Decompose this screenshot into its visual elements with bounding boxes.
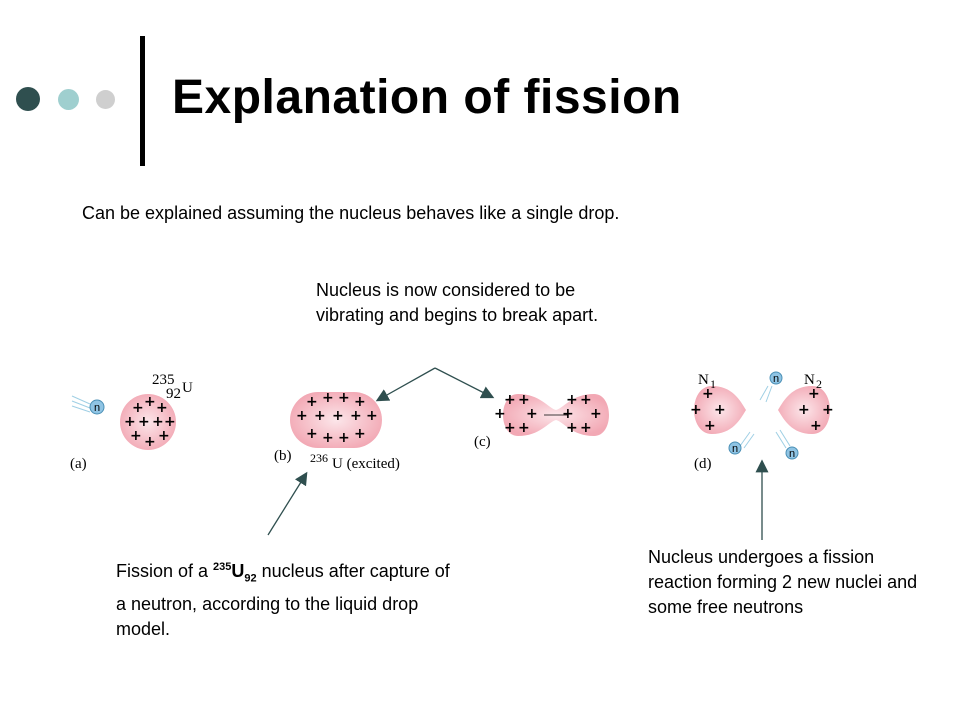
uranium-atomic-number: 92 — [166, 386, 181, 402]
charges-b: + + + + + + + + + + + + + — [296, 390, 378, 446]
svg-text:+: + — [714, 402, 726, 418]
neutron-a-label: n — [94, 402, 100, 414]
panel-d: + + + + + + + + N 1 N 2 n n n (d) — [690, 371, 834, 472]
svg-text:+: + — [306, 426, 318, 442]
nucleus-a — [120, 394, 176, 450]
svg-text:+: + — [152, 414, 164, 430]
svg-text:+: + — [354, 426, 366, 442]
isotope-atomic-number: 92 — [244, 572, 257, 585]
svg-text:+: + — [518, 392, 530, 408]
product-n1-subscript: 1 — [710, 377, 716, 391]
product-n2-subscript: 2 — [816, 377, 822, 391]
callout-left-prefix: Fission of a — [116, 561, 214, 581]
svg-text:+: + — [562, 406, 574, 422]
arrow-to-c — [434, 367, 495, 399]
callout-fission-description: Fission of a 235U92 nucleus after captur… — [116, 555, 461, 642]
svg-text:+: + — [704, 418, 716, 434]
callout-left-suffix: nucleus after capture of a neutron, acco… — [116, 561, 450, 639]
svg-text:+: + — [350, 408, 362, 424]
arrow-from-left-callout — [267, 471, 308, 536]
neutron-d-3 — [785, 446, 799, 460]
svg-text:+: + — [132, 400, 144, 416]
svg-text:+: + — [156, 400, 168, 416]
svg-text:+: + — [354, 394, 366, 410]
svg-text:+: + — [580, 420, 592, 436]
neutron-d-2 — [728, 441, 742, 455]
isotope-mass-number: 235 — [213, 561, 232, 573]
slide-subtitle: Can be explained assuming the nucleus be… — [82, 203, 620, 223]
excited-mass-number: 236 — [310, 451, 328, 465]
neutron-d-1 — [769, 371, 783, 385]
uranium-symbol: U — [182, 380, 193, 396]
svg-text:+: + — [144, 434, 156, 450]
svg-text:+: + — [690, 402, 702, 418]
svg-text:+: + — [808, 386, 820, 402]
arrow-to-b — [375, 367, 436, 402]
slide-title: Explanation of fission — [172, 71, 682, 124]
svg-text:+: + — [144, 394, 156, 410]
panel-c: + + + + + + + + + + + + (c) — [474, 392, 609, 450]
panel-label-c: (c) — [474, 434, 491, 450]
neutron-a — [89, 399, 105, 415]
svg-text:+: + — [580, 392, 592, 408]
excited-label: U (excited) — [332, 456, 400, 472]
svg-text:+: + — [296, 408, 308, 424]
decor-dot-dark — [16, 87, 40, 111]
svg-text:+: + — [590, 406, 602, 422]
svg-text:+: + — [366, 408, 378, 424]
svg-text:n: n — [789, 448, 795, 460]
svg-text:+: + — [306, 394, 318, 410]
product-n2-label: N — [804, 372, 815, 388]
svg-text:+: + — [314, 408, 326, 424]
callout-vibrating: Nucleus is now considered to be vibratin… — [316, 280, 599, 325]
title-divider — [140, 36, 145, 166]
nucleus-n1 — [694, 386, 746, 434]
panel-label-d: (d) — [694, 456, 712, 472]
uranium-mass-number: 235 — [152, 372, 175, 388]
svg-text:+: + — [158, 428, 170, 444]
isotope-symbol: U — [231, 561, 245, 581]
decor-dot-gray — [96, 90, 115, 109]
callout-fission-reaction: Nucleus undergoes a fission reaction for… — [648, 547, 918, 617]
charges-d: + + + + + + + + — [690, 386, 834, 434]
svg-text:+: + — [798, 402, 810, 418]
svg-text:+: + — [566, 420, 578, 436]
svg-text:+: + — [338, 390, 350, 406]
svg-text:+: + — [124, 414, 136, 430]
svg-text:+: + — [566, 392, 578, 408]
charges-c: + + + + + + + + + + + + — [494, 392, 602, 436]
isotope-notation: 235U92 — [213, 561, 257, 585]
panel-label-a: (a) — [70, 456, 87, 472]
panel-a: n + + + + + + + + + + 235 92 U (a) — [70, 372, 193, 472]
svg-text:+: + — [526, 406, 538, 422]
svg-text:+: + — [702, 386, 714, 402]
neutron-trails-d — [739, 385, 791, 449]
neutron-trail-a — [71, 395, 91, 413]
svg-text:+: + — [332, 408, 344, 424]
svg-text:+: + — [518, 420, 530, 436]
panel-label-b: (b) — [274, 448, 292, 464]
svg-text:+: + — [504, 392, 516, 408]
nucleus-n2 — [778, 386, 830, 434]
svg-text:+: + — [138, 414, 150, 430]
svg-text:+: + — [810, 418, 822, 434]
charges-a: + + + + + + + + + + — [124, 394, 176, 450]
decor-dot-teal — [58, 89, 79, 110]
product-n1-label: N — [698, 372, 709, 388]
svg-text:+: + — [494, 406, 506, 422]
svg-text:+: + — [504, 420, 516, 436]
panel-b: + + + + + + + + + + + + + (b) 236 U (exc… — [274, 390, 400, 472]
svg-text:+: + — [322, 390, 334, 406]
svg-text:+: + — [130, 428, 142, 444]
svg-text:n: n — [773, 373, 779, 385]
svg-text:n: n — [732, 443, 738, 455]
svg-text:+: + — [822, 402, 834, 418]
svg-text:+: + — [164, 414, 176, 430]
nucleus-b — [290, 392, 382, 448]
svg-text:+: + — [322, 430, 334, 446]
svg-text:+: + — [338, 430, 350, 446]
